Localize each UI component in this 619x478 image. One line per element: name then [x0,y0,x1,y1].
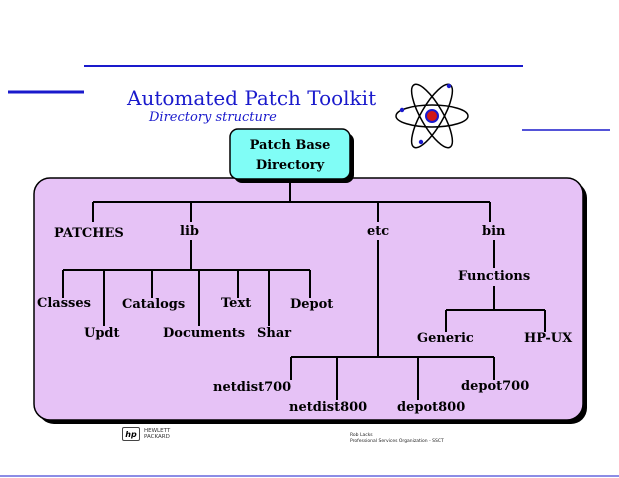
footer-note-line-1: Rob Lacks [350,433,373,438]
page-subtitle: Directory structure [149,110,277,125]
node-etc: etc [367,224,390,239]
root-box [229,128,351,180]
node-netdist800: netdist800 [289,400,368,415]
hp-logo-line-2: PACKARD [144,434,170,440]
footer-note: Rob Lacks Professional Services Organiza… [350,433,444,445]
node-patches: PATCHES [54,226,124,241]
node-generic: Generic [417,331,474,346]
root-line-2: Directory [255,158,325,173]
node-classes: Classes [37,296,91,311]
node-shar: Shar [257,326,292,341]
node-depot800: depot800 [397,400,466,415]
page-title: Automated Patch Toolkit [127,86,377,110]
node-catalogs: Catalogs [122,297,186,312]
hp-logo-icon: hp [122,427,140,441]
node-depot: Depot [290,297,334,312]
node-bin: bin [482,224,506,239]
atom-icon [395,83,469,149]
footer-note-line-2: Professional Services Organization - SSC… [350,439,444,444]
node-functions: Functions [458,269,531,284]
node-lib: lib [180,224,199,239]
node-hp-ux: HP-UX [524,331,573,346]
hp-logo: hp HEWLETT PACKARD [122,427,170,441]
node-documents: Documents [163,326,246,341]
node-netdist700: netdist700 [213,380,292,395]
root-node-label: Patch Base Directory [232,136,348,182]
hp-logo-line-1: HEWLETT [144,428,171,434]
root-line-1: Patch Base [249,138,331,153]
node-depot700: depot700 [461,379,530,394]
node-updt: Updt [84,326,120,341]
node-text: Text [221,296,252,311]
